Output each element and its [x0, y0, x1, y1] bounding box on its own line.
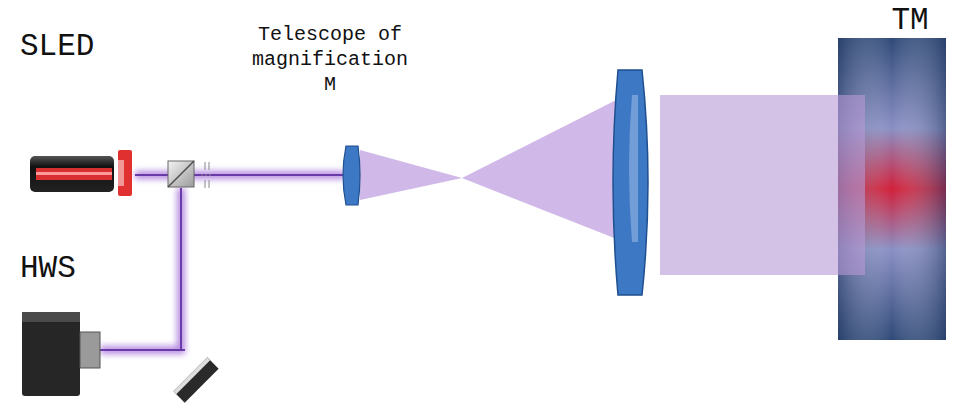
source-label: SLED	[20, 28, 140, 67]
sensor-label: HWS	[20, 250, 140, 289]
hws-camera-body	[22, 312, 80, 396]
beamsplitter-diagonal	[168, 161, 194, 187]
beam	[100, 349, 185, 351]
hws-sensor-port	[80, 332, 100, 368]
steering-mirror	[173, 357, 218, 402]
telescope-label: Telescope of magnification M	[240, 22, 420, 97]
hws-camera-top	[22, 312, 80, 322]
beam	[180, 188, 182, 350]
telescope-lens-coating	[629, 95, 638, 242]
sled-body	[30, 156, 114, 192]
sled-emitter-highlight	[36, 172, 112, 175]
beam-glow	[100, 175, 345, 350]
beam-cone	[360, 150, 462, 200]
sled-filter-highlight	[118, 160, 124, 186]
beamsplitter	[168, 161, 194, 187]
telescope-lens-small	[343, 146, 360, 205]
telescope-lens-large	[613, 70, 648, 295]
collimated-beam	[660, 95, 865, 275]
test-mass-label: TM	[860, 2, 960, 41]
beam	[135, 174, 345, 176]
beam-cone	[462, 92, 632, 245]
aperture	[201, 162, 213, 188]
sled-filter	[118, 150, 132, 196]
sled-emitter	[36, 168, 112, 180]
